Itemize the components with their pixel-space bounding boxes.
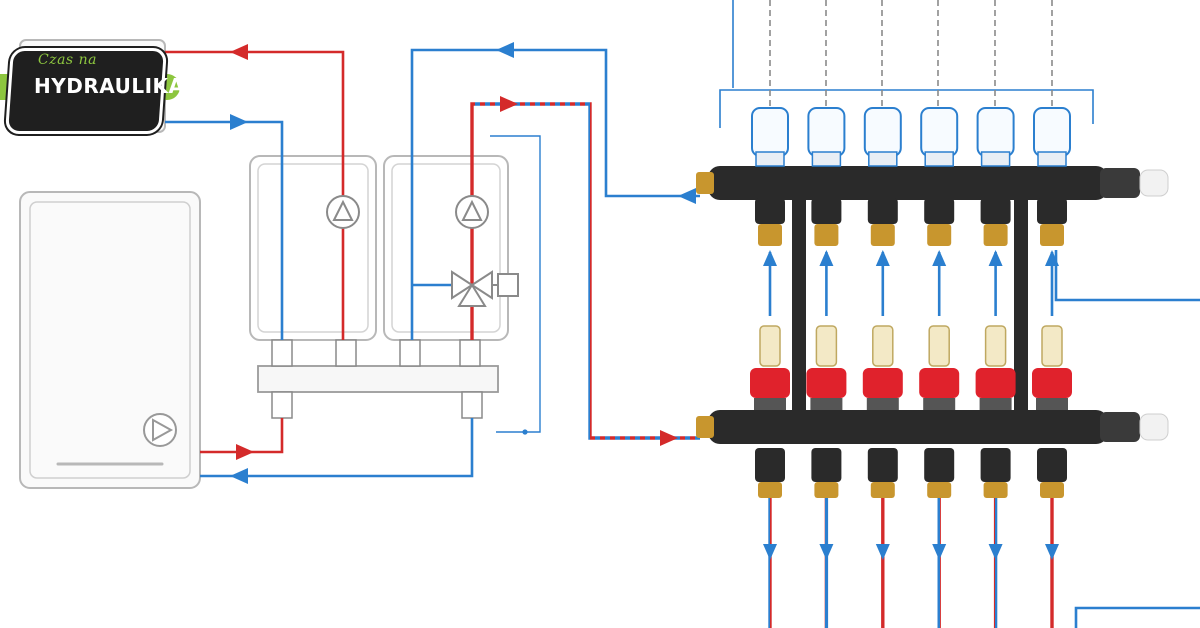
- manifold-strut: [792, 180, 806, 430]
- brass-fitting: [758, 482, 782, 498]
- outlet-nut: [811, 198, 842, 224]
- loop-pipe-out: [1054, 250, 1200, 628]
- flow-meter-icon: [815, 325, 838, 367]
- outlet-nut: [755, 448, 785, 482]
- end-cap: [1100, 168, 1140, 198]
- actuator-base: [1037, 151, 1067, 167]
- arrow-icon: [763, 544, 777, 560]
- outlet-nut: [980, 448, 1011, 482]
- hydraulic-distributor: [257, 339, 499, 419]
- flow-meter-icon: [759, 325, 781, 367]
- brass-connector: [696, 172, 714, 194]
- actuator-base: [811, 151, 842, 167]
- logo-tagline: Czas na: [38, 52, 97, 68]
- arrow-icon: [875, 544, 890, 560]
- logo-name: HYDRAULIKA: [34, 74, 185, 98]
- pump-icon: [455, 195, 489, 229]
- manifold-strut: [1014, 180, 1028, 430]
- actuator-base: [924, 151, 954, 167]
- end-cap: [1100, 412, 1140, 442]
- outlet-nut: [924, 448, 955, 482]
- arrow-icon: [230, 42, 696, 484]
- flow-meter-icon: [984, 325, 1007, 367]
- brass-fitting: [814, 224, 839, 246]
- outlet-nut: [980, 198, 1011, 224]
- pipe-manifold-return: [410, 48, 700, 340]
- brass-fitting: [927, 482, 952, 498]
- actuator-base: [868, 151, 898, 167]
- arrow-icon: [932, 544, 947, 560]
- brass-fitting: [1040, 224, 1064, 246]
- pump-group-mixed: [383, 155, 509, 341]
- air-vent: [1139, 169, 1169, 197]
- thermal-actuator-icon: [863, 107, 902, 157]
- flow-meter-cap: [862, 368, 903, 398]
- pipe-radiator-return: [165, 120, 284, 340]
- flow-meter-ring: [754, 398, 786, 410]
- thermal-actuator-icon: [751, 107, 789, 157]
- outlet-nut: [755, 198, 785, 224]
- flow-meter-cap: [1032, 368, 1072, 398]
- outlet-nut: [867, 448, 898, 482]
- arrow-icon: [819, 250, 834, 266]
- outlet-nut: [1037, 198, 1067, 224]
- arrow-icon: [763, 250, 777, 266]
- sensor-line: [490, 135, 541, 433]
- flow-meter-ring: [866, 398, 899, 410]
- pump-group-direct: [249, 155, 377, 341]
- outlet-nut: [924, 198, 955, 224]
- brass-connector: [696, 416, 714, 438]
- arrow-icon: [819, 544, 834, 560]
- flow-meter-ring: [1036, 398, 1068, 410]
- outlet-nut: [1037, 448, 1067, 482]
- flow-meter-cap: [975, 368, 1016, 398]
- pump-icon: [143, 413, 177, 447]
- outlet-nut: [867, 198, 898, 224]
- pump-icon: [326, 195, 360, 229]
- thermal-actuator-icon: [807, 107, 846, 157]
- actuator-base: [755, 151, 785, 167]
- three-way-valve-icon: [451, 270, 519, 307]
- actuator-wiring: [719, 0, 1094, 128]
- pipe-boiler-return: [200, 418, 474, 478]
- brass-fitting: [758, 224, 782, 246]
- manifold-supply-bar: [708, 410, 1108, 444]
- pipe-boiler-supply: [200, 418, 284, 454]
- arrow-icon: [988, 544, 1003, 560]
- brass-fitting: [927, 224, 952, 246]
- flow-meter-icon: [1041, 325, 1063, 367]
- brass-fitting: [983, 224, 1008, 246]
- thermal-actuator-icon: [1033, 107, 1071, 157]
- outlet-nut: [811, 448, 842, 482]
- thermal-actuator-icon: [976, 107, 1015, 157]
- pipe-manifold-supply: [470, 102, 700, 440]
- logo: Czas na HYDRAULIKA: [0, 40, 190, 135]
- manifold-return-bar: [708, 166, 1108, 200]
- flow-meter-icon: [872, 325, 894, 367]
- arrow-icon: [1045, 544, 1059, 560]
- thermal-actuator-icon: [920, 107, 959, 157]
- floor-heating-manifold: [696, 107, 1169, 628]
- arrow-icon: [875, 250, 890, 266]
- brass-fitting: [1040, 482, 1064, 498]
- boiler: [19, 191, 201, 489]
- flow-meter-ring: [923, 398, 956, 410]
- flow-meter-cap: [750, 368, 790, 398]
- flow-meter-cap: [806, 368, 847, 398]
- pipe-radiator-supply: [165, 50, 345, 340]
- actuator-base: [980, 151, 1011, 167]
- arrow-icon: [988, 250, 1003, 266]
- brass-fitting: [870, 482, 895, 498]
- flow-meter-cap: [919, 368, 960, 398]
- flow-meter-icon: [928, 325, 950, 367]
- brass-fitting: [983, 482, 1008, 498]
- arrow-icon: [932, 250, 947, 266]
- flow-meter-ring: [979, 398, 1012, 410]
- air-vent: [1139, 413, 1169, 441]
- brass-fitting: [870, 224, 895, 246]
- flow-meter-ring: [810, 398, 843, 410]
- brass-fitting: [814, 482, 839, 498]
